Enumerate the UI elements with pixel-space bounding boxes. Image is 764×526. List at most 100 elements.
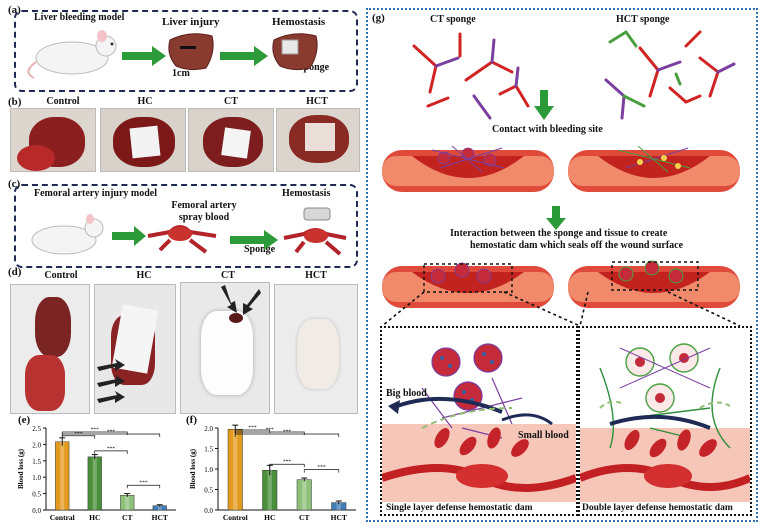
significance-label: *** xyxy=(317,465,326,471)
single-layer-illustration xyxy=(382,343,576,502)
panel-g-frame xyxy=(366,8,758,522)
panel-c-label: (c) xyxy=(8,178,21,190)
panel-c-sponge: Sponge xyxy=(244,244,276,255)
double-layer-illustration xyxy=(580,343,750,502)
y-tick-label: 0.0 xyxy=(204,507,213,515)
photo-label: HCT xyxy=(305,270,327,281)
x-tick-label: HCT xyxy=(331,513,347,522)
bar-highlight xyxy=(302,479,307,510)
x-tick-label: Contral xyxy=(50,513,75,522)
bar-highlight xyxy=(267,470,272,510)
interaction-line2: hemostatic dam which seals off the wound… xyxy=(470,240,684,251)
y-tick-label: 0.5 xyxy=(32,491,41,499)
green-arrow-icon xyxy=(534,90,554,120)
significance-label: *** xyxy=(248,425,257,431)
panel-c-step1: Femoral artery spray blood xyxy=(171,200,237,223)
bar-highlight xyxy=(125,495,130,510)
significance-bracket xyxy=(61,435,96,439)
x-tick-label: HC xyxy=(264,513,275,522)
bar-highlight xyxy=(336,502,341,510)
photo-artery-control xyxy=(10,284,90,414)
photo-liver-control xyxy=(10,108,96,172)
significance-label: *** xyxy=(283,459,292,465)
panel-a-label: (a) xyxy=(8,4,21,16)
significance-bracket xyxy=(234,429,271,433)
significance-bracket xyxy=(61,433,161,437)
photo-label: HC xyxy=(137,96,153,107)
rat-body-icon xyxy=(35,41,109,75)
y-tick-label: 0.0 xyxy=(32,507,41,515)
y-tick-label: 2.0 xyxy=(32,441,41,449)
x-tick-label: CT xyxy=(299,513,309,522)
green-arrow-icon xyxy=(122,46,166,66)
photo-label: Control xyxy=(46,96,80,107)
significance-bracket xyxy=(303,469,340,473)
ct-sponge-title: CT sponge xyxy=(430,14,476,25)
photo-liver-hct xyxy=(276,108,360,172)
significance-label: *** xyxy=(91,427,100,433)
panel-e-label: (e) xyxy=(18,414,31,426)
panel-c-step2: Hemostasis xyxy=(282,188,331,199)
liver-icon xyxy=(168,33,214,71)
vessel-dam-ct xyxy=(382,262,554,308)
significance-bracket xyxy=(234,433,340,437)
panel-d-photos: Control HC CT HCT xyxy=(8,268,360,416)
photo-label: HC xyxy=(136,270,152,281)
interaction-line1: Interaction between the sponge and tissu… xyxy=(450,228,668,239)
photo-label: Control xyxy=(44,270,78,281)
photo-label: HCT xyxy=(306,96,328,107)
photo-liver-hc xyxy=(100,108,186,172)
arrow-icon xyxy=(609,414,711,430)
panel-c-title: Femoral artery injury model xyxy=(34,188,158,199)
contact-label: Contact with bleeding site xyxy=(492,124,603,135)
x-tick-label: HCT xyxy=(152,513,168,522)
panel-c-frame xyxy=(14,184,358,268)
photo-liver-ct xyxy=(188,108,274,172)
panel-g-label: (g) xyxy=(372,12,385,24)
significance-bracket xyxy=(269,463,305,468)
panel-f-label: (f) xyxy=(186,414,197,426)
panel-a-title: Liver bleeding model xyxy=(34,12,125,23)
hct-sponge-title: HCT sponge xyxy=(616,14,670,25)
bar-highlight xyxy=(157,505,162,510)
y-axis-label: Blood loss (g) xyxy=(17,448,25,489)
y-tick-label: 0.5 xyxy=(204,487,213,495)
y-axis-label: Blood loss (g) xyxy=(189,448,197,489)
y-tick-label: 2.5 xyxy=(32,425,41,433)
green-arrow-icon xyxy=(112,226,146,246)
significance-bracket xyxy=(94,450,128,454)
photo-artery-hct xyxy=(274,284,358,414)
zoom-connectors xyxy=(381,291,741,327)
bar-highlight xyxy=(60,441,65,510)
photo-label: CT xyxy=(221,270,235,281)
y-tick-label: 2.0 xyxy=(204,425,213,433)
y-tick-label: 1.5 xyxy=(32,458,41,466)
arrow-icon xyxy=(501,413,553,426)
rat-body-icon xyxy=(31,225,97,255)
bar-highlight xyxy=(92,456,97,510)
significance-bracket xyxy=(61,431,128,435)
panel-a-frame xyxy=(14,10,358,92)
arrow-icon xyxy=(391,396,503,414)
panel-a-step2: Hemostasis xyxy=(272,16,326,28)
significance-label: *** xyxy=(266,427,275,433)
panel-b-label: (b) xyxy=(8,96,22,108)
arrow-icon xyxy=(97,359,125,403)
y-tick-label: 1.5 xyxy=(204,446,213,454)
small-blood-label: Small blood xyxy=(518,430,569,441)
double-dam-label: Double layer defense hemostatic dam xyxy=(582,503,733,513)
y-tick-label: 1.0 xyxy=(32,474,41,482)
panel-c-illustration xyxy=(31,207,347,256)
x-tick-label: HC xyxy=(89,513,100,522)
x-tick-label: CT xyxy=(122,513,132,522)
photo-artery-hc xyxy=(94,284,176,414)
photo-label: CT xyxy=(224,96,238,107)
vessel-dam-hct xyxy=(568,260,740,308)
photo-artery-ct xyxy=(180,282,270,414)
vessel-contact-hct xyxy=(568,145,740,192)
x-tick-label: Control xyxy=(223,513,248,522)
green-arrow-icon xyxy=(220,46,268,66)
significance-label: *** xyxy=(139,480,148,486)
significance-bracket xyxy=(234,431,305,435)
